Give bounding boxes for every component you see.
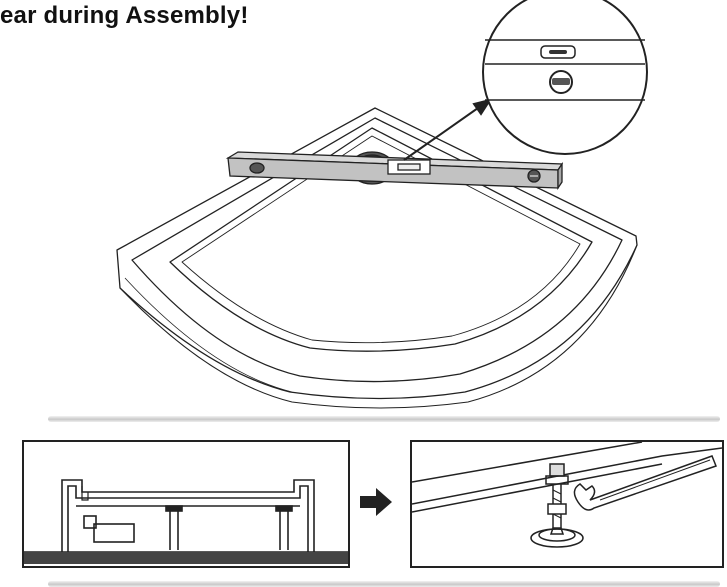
tray-cross-section-drawing [24,479,348,564]
zoom-detail-circle [482,0,648,155]
page-heading: ear during Assembly! [0,2,249,29]
spirit-level [225,151,564,191]
leg-adjust-panel [410,440,724,568]
tray-outer-edge [116,107,638,400]
tray-rim [131,117,623,383]
next-step-arrow-icon [360,488,392,516]
cross-section-panel [22,440,350,568]
bottom-divider [48,581,720,587]
tray-basin [169,127,593,352]
section-divider [48,416,720,422]
zoom-pointer-arrow [403,98,493,161]
tray-level-illustration [116,0,648,409]
adjustable-leg-drawing [411,441,723,548]
